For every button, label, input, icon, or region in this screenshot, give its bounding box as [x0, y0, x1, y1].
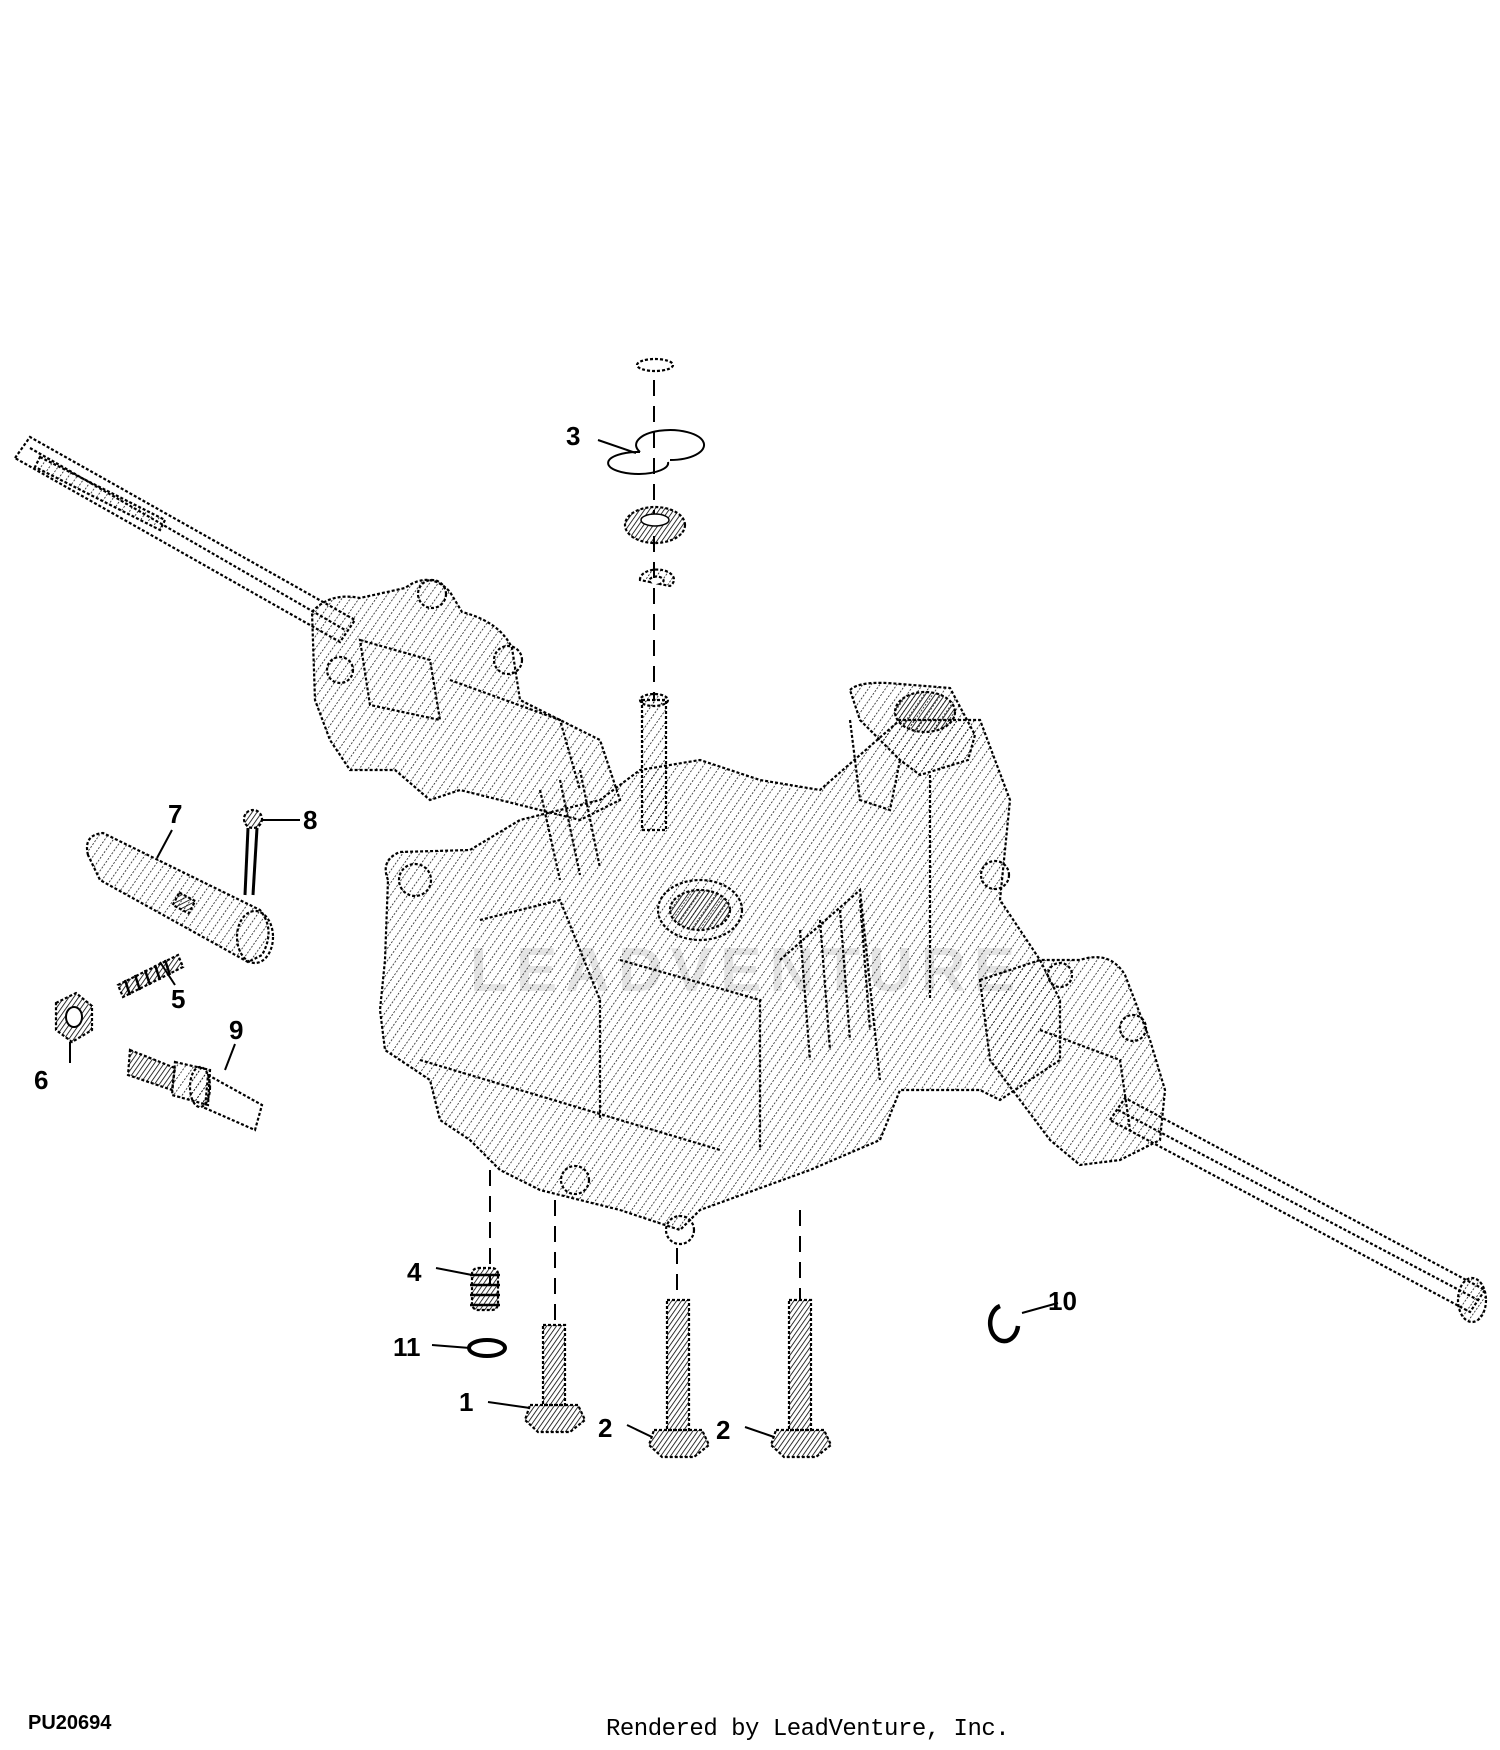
part-5-spring	[116, 953, 185, 999]
watermark-text: LEADVENTURE	[470, 936, 1024, 1005]
left-axle-housing	[310, 578, 622, 822]
render-credit: Rendered by LeadVenture, Inc.	[606, 1716, 1010, 1743]
part-2-bolt-b	[769, 1298, 833, 1459]
callout-4: 4	[407, 1257, 422, 1287]
right-axle-housing	[978, 956, 1167, 1167]
callout-11: 11	[393, 1332, 421, 1362]
right-axle-shaft	[1108, 1096, 1488, 1324]
upper-right-housing	[848, 681, 977, 1000]
callout-8: 8	[303, 805, 317, 835]
part-9-stud	[126, 1048, 264, 1132]
part-10-clip	[987, 1303, 1021, 1344]
callout-labels: 1 2 2 3 4 5 6 7 8 9 10 11	[34, 421, 1077, 1445]
callout-3: 3	[566, 421, 580, 451]
left-axle-shaft	[13, 435, 357, 644]
callout-2b: 2	[716, 1415, 730, 1445]
callout-7: 7	[168, 799, 182, 829]
transaxle-main-case	[378, 692, 1062, 1246]
callout-2a: 2	[598, 1413, 612, 1443]
part-1-bolt	[523, 1323, 587, 1434]
callout-10: 10	[1048, 1286, 1077, 1316]
part-4-spring	[470, 1266, 500, 1312]
callout-5: 5	[171, 984, 185, 1014]
part-11-o-ring	[467, 1338, 507, 1358]
callout-6: 6	[34, 1065, 48, 1095]
part-2-bolt-a	[647, 1298, 711, 1459]
snap-ring-stack	[607, 357, 706, 588]
callout-leaders	[69, 439, 1059, 1438]
figure-id: PU20694	[28, 1712, 112, 1734]
part-6-nut	[54, 991, 94, 1044]
part-7-shaft	[85, 831, 275, 965]
callout-1: 1	[459, 1387, 473, 1417]
part-8-pin	[242, 808, 264, 896]
callout-9: 9	[229, 1015, 243, 1045]
